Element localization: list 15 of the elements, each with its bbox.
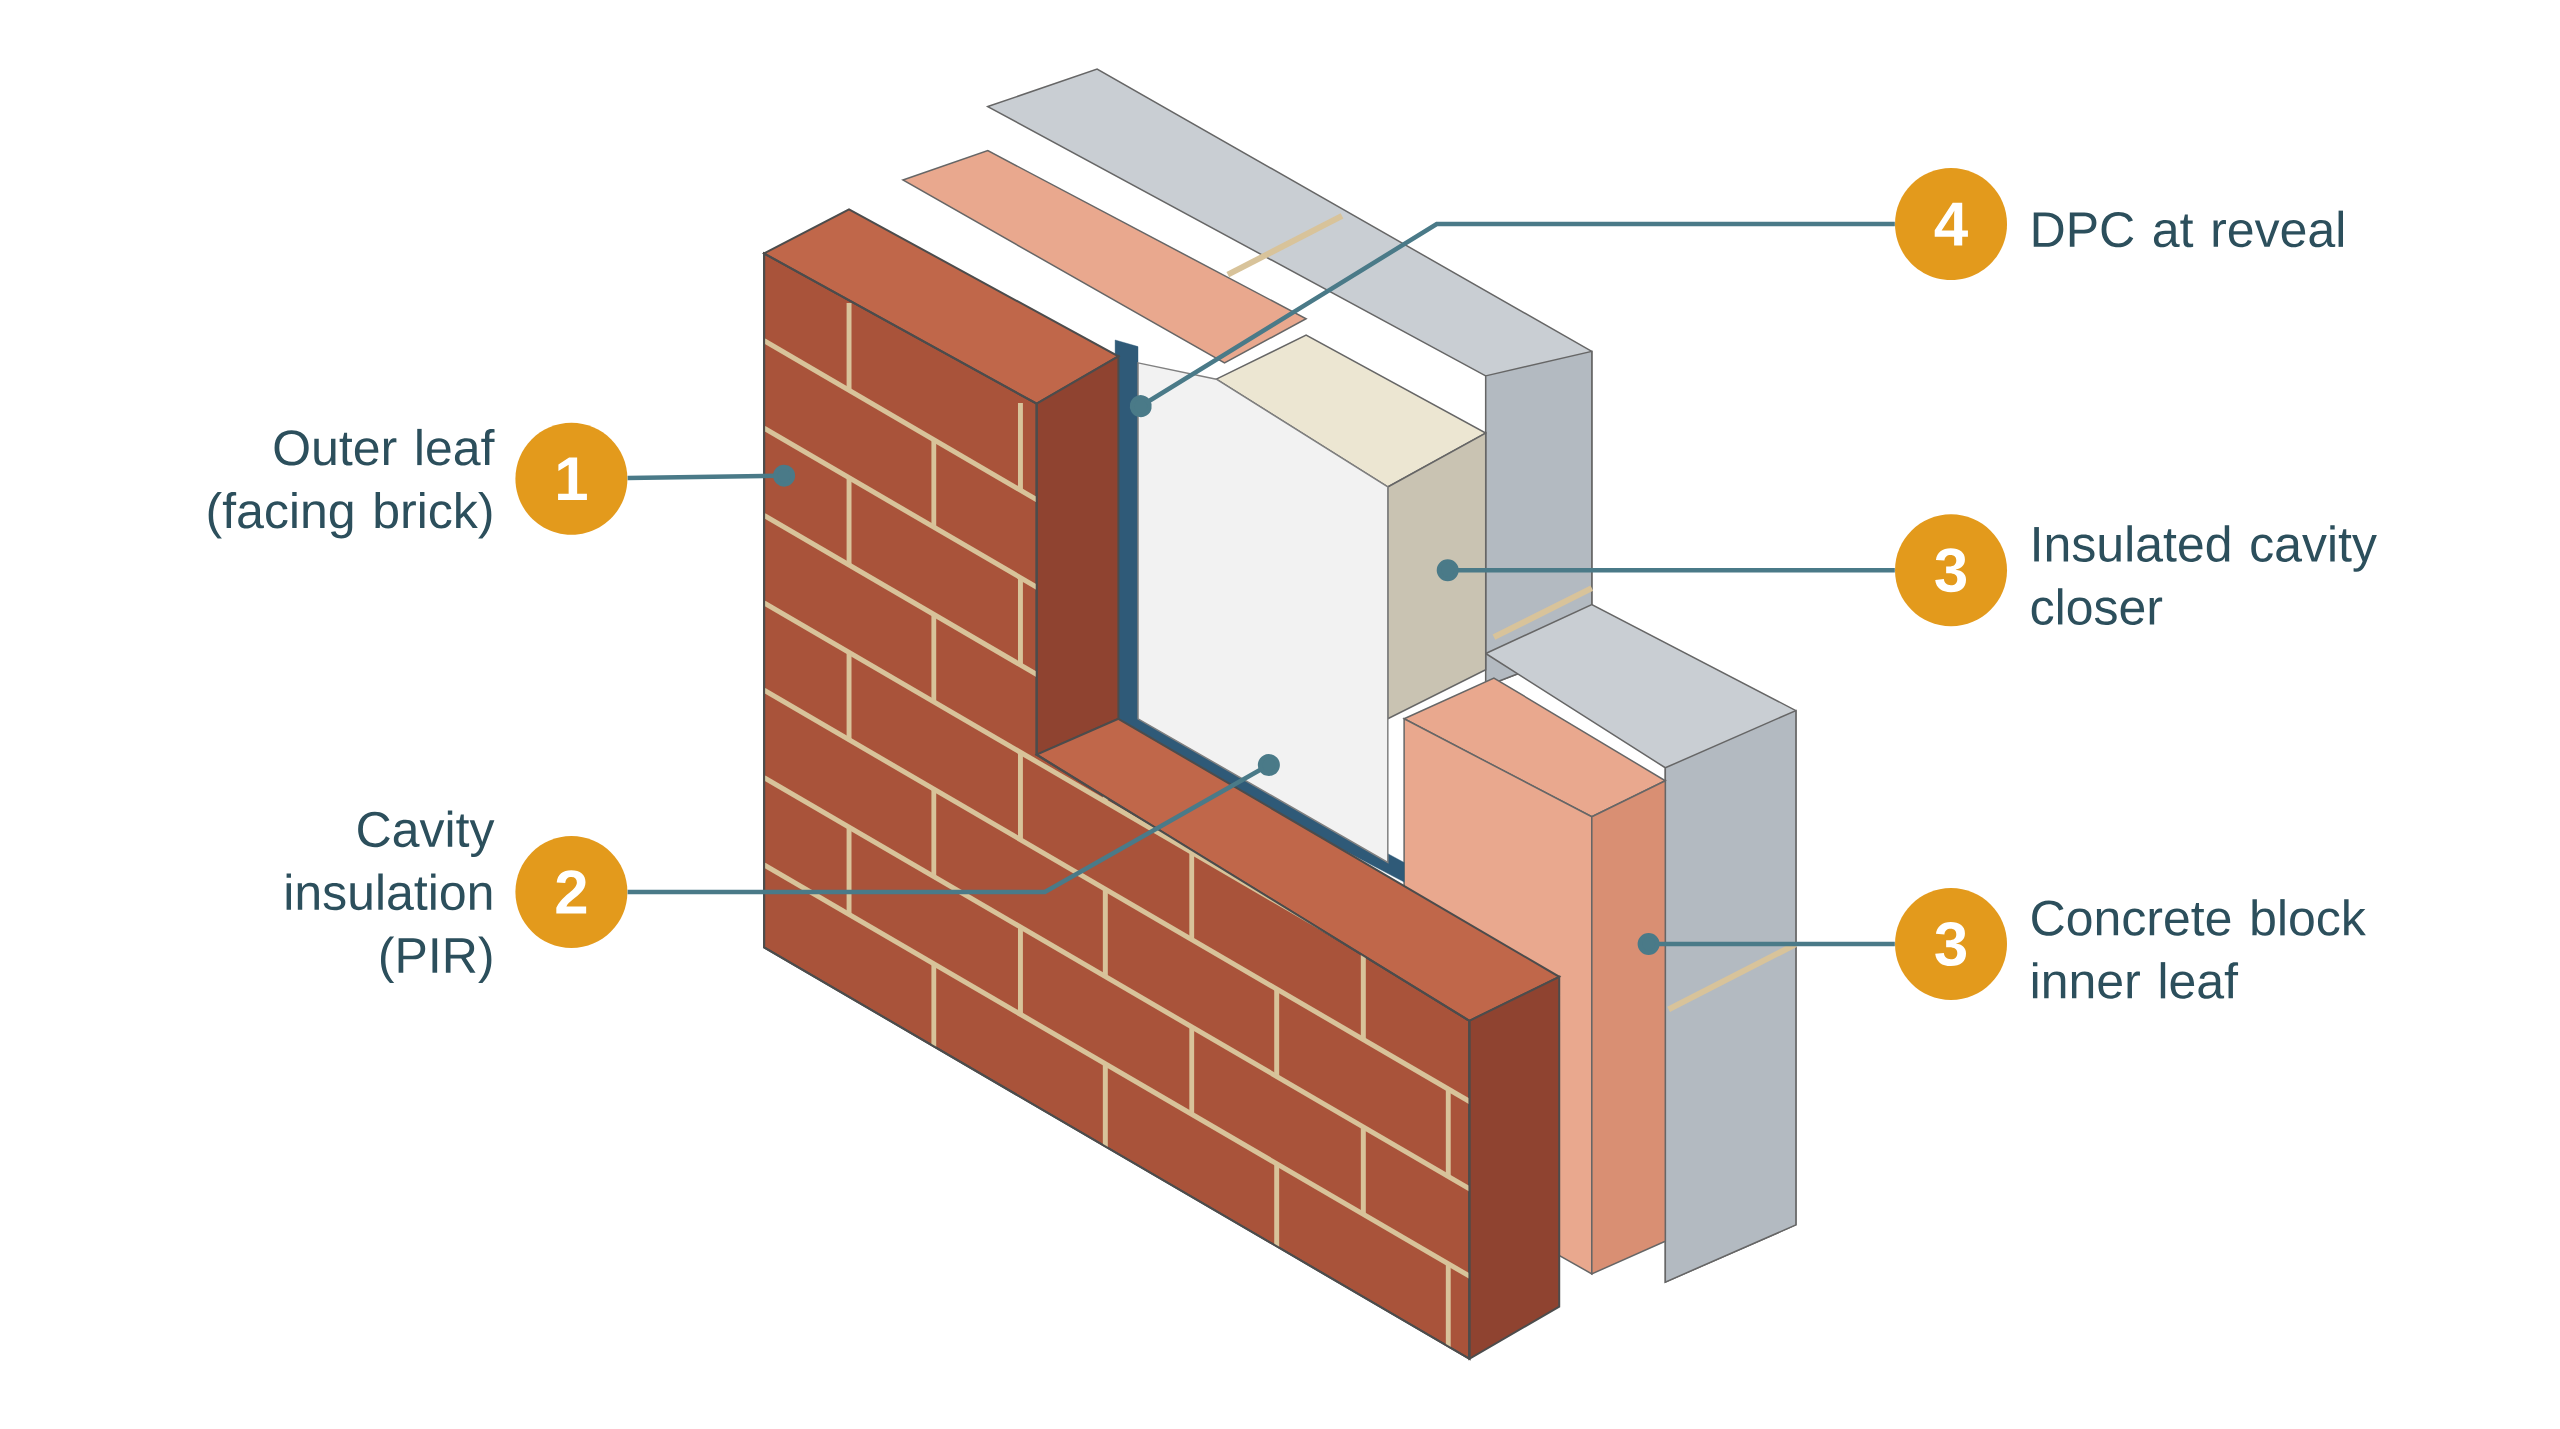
callout-number: 1 xyxy=(515,422,628,535)
callout-label: DPC at reveal xyxy=(2033,210,2343,248)
callout-number: 2 xyxy=(515,835,628,948)
callout-number: 3 xyxy=(1895,888,2007,1001)
leader-line xyxy=(1637,933,1895,956)
leader-line xyxy=(627,754,1280,895)
callout-label: Outer leaf (facing brick) xyxy=(208,428,495,539)
callout-label: Cavity insulation (PIR) xyxy=(286,810,495,984)
callout-number: 4 xyxy=(1895,168,2007,281)
leader-line xyxy=(1436,559,1895,582)
leader-line xyxy=(1129,221,1895,418)
leader-line xyxy=(627,464,796,487)
callout-number: 3 xyxy=(1895,514,2007,627)
callout-label: Insulated cavity closer xyxy=(2031,525,2377,625)
callout-label: Concrete block inner leaf xyxy=(2032,899,2366,999)
